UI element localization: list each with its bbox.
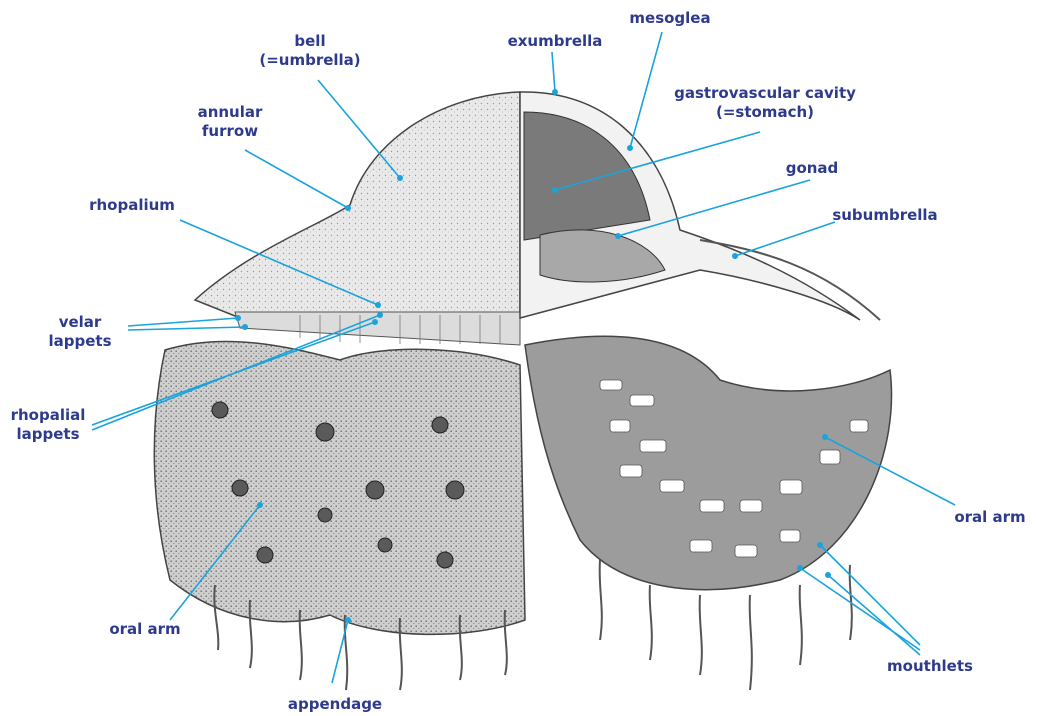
velar-lappets-fringe (235, 312, 520, 345)
label-oral-arm-left: oral arm (95, 620, 195, 639)
label-subumbrella: subumbrella (825, 206, 945, 225)
label-appendage: appendage (275, 695, 395, 714)
label-mesoglea: mesoglea (620, 9, 720, 28)
oral-arm-left-mass (154, 341, 525, 634)
label-velar-lappets: velar lappets (40, 313, 120, 351)
label-gonad: gonad (772, 159, 852, 178)
gastrovascular-cavity (524, 112, 650, 240)
label-bell: bell (=umbrella) (250, 32, 370, 70)
label-annular-furrow: annular furrow (180, 103, 280, 141)
label-exumbrella: exumbrella (490, 32, 620, 51)
label-oral-arm-right: oral arm (945, 508, 1035, 527)
label-mouthlets: mouthlets (880, 657, 980, 676)
label-gastrovascular-cavity: gastrovascular cavity (=stomach) (665, 84, 865, 122)
label-rhopalium: rhopalium (72, 196, 192, 215)
label-rhopalial-lappets: rhopalial lappets (8, 406, 88, 444)
